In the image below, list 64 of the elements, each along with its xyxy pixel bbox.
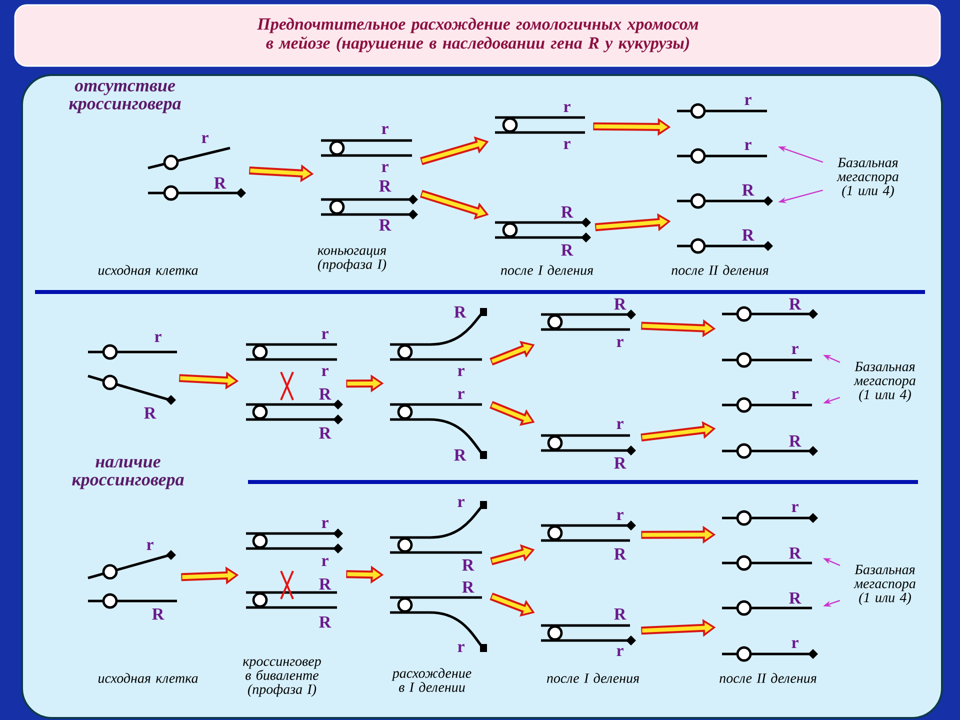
gene-label: R (152, 608, 164, 620)
gene-label: R (789, 298, 802, 310)
gene-label: r (616, 420, 624, 430)
gene-label: r (744, 96, 752, 106)
gene-label: r (322, 520, 328, 528)
megaspore-label: Базальная мегаспора (1 или 4) (836, 158, 898, 198)
gene-label: R (144, 407, 156, 419)
stage-caption: коньюгация (профаза I) (318, 248, 386, 272)
gene-label: R (789, 547, 802, 559)
gene-label: R (379, 180, 392, 192)
gene-label: R (462, 559, 474, 571)
gene-label: r (382, 126, 388, 134)
gene-label: R (379, 219, 392, 231)
stage-caption: после I деления (500, 265, 593, 275)
stage-caption: после I деления (546, 673, 639, 683)
stage-caption: после II деления (672, 265, 768, 275)
gene-label: R (319, 388, 332, 400)
gene-label: r (792, 390, 798, 400)
gene-label: R (319, 578, 332, 590)
gene-label: R (561, 206, 574, 218)
gene-label: R (789, 435, 802, 447)
gene-label: r (792, 504, 798, 512)
megaspore-label: Базальная мегаспора (1 или 4) (854, 564, 916, 606)
gene-label: r (382, 164, 388, 172)
gene-label: r (616, 512, 624, 520)
gene-label: r (322, 368, 328, 376)
gene-label: r (744, 142, 752, 150)
gene-label: R (454, 449, 466, 461)
gene-label: R (462, 581, 474, 593)
gene-label: r (792, 640, 798, 648)
gene-label: r (154, 334, 162, 342)
gene-label: r (616, 338, 624, 348)
title-banner: Предпочтительное расхождение гомологичных хромосом в мейозе (нарушение в наследовании гена R у кукурузы) (14, 4, 941, 67)
gene-label: r (616, 648, 624, 656)
gene-label: R (614, 457, 626, 469)
section-heading: отсутствие кроссинговера (69, 82, 181, 114)
gene-label: r (202, 134, 208, 144)
gene-label: R (561, 244, 574, 256)
gene-label: r (458, 644, 464, 652)
gene-label: r (792, 346, 798, 354)
gene-label: r (146, 542, 154, 550)
megaspore-label: Базальная мегаспора (1 или 4) (854, 362, 916, 402)
gene-label: r (322, 330, 328, 340)
stage-caption: расхождение в I делении (392, 668, 472, 692)
gene-label: R (614, 298, 626, 310)
gene-label: R (742, 229, 754, 241)
gene-label: R (614, 548, 626, 560)
gene-label: R (319, 616, 332, 628)
gene-label: R (454, 306, 466, 318)
stage-caption: исходная клетка (98, 265, 198, 275)
gene-label: r (458, 498, 464, 508)
gene-label: r (564, 104, 570, 112)
gene-label: R (789, 592, 802, 604)
stage-caption: исходная клетка (98, 673, 198, 683)
gene-label: r (458, 368, 464, 376)
gene-label: R (742, 184, 754, 196)
gene-label: r (564, 140, 570, 150)
gene-label: r (322, 558, 328, 566)
stage-caption: кроссинговер в биваленте (профаза I) (243, 659, 321, 697)
section-heading: наличие кроссинговера (72, 458, 184, 490)
gene-label: R (214, 177, 226, 189)
gene-label: R (319, 427, 332, 439)
gene-label: r (458, 390, 464, 400)
gene-label: R (614, 608, 626, 620)
